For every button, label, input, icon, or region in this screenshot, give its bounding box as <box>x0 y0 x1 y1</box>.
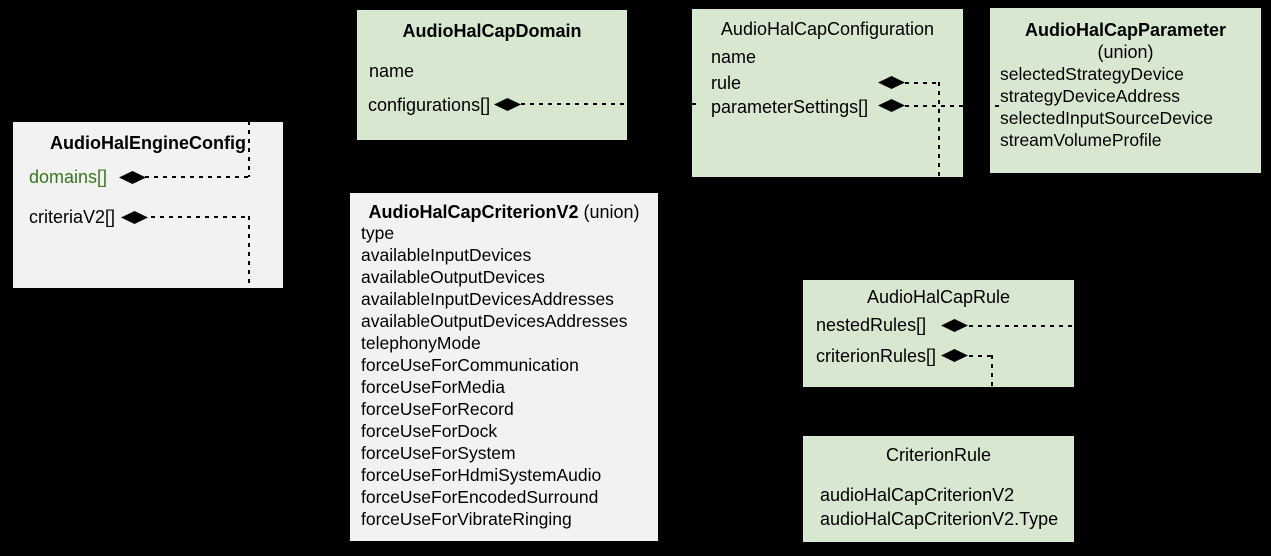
aggregation-diamond-rule-icon <box>878 76 905 89</box>
aggregation-diamond-criterion-rules-icon <box>941 349 968 362</box>
class-subtitle: (union) <box>583 202 640 222</box>
connector-nested-rules-horizontal <box>969 325 1149 327</box>
field-configurations: configurations[] <box>368 95 491 115</box>
field-telephony-mode: telephonyMode <box>361 333 481 353</box>
aggregation-diamond-nested-rules-icon <box>941 319 968 332</box>
field-selected-strategy-device: selectedStrategyDevice <box>1000 64 1184 84</box>
class-box-audio-hal-cap-parameter: AudioHalCapParameter (union) selectedStr… <box>990 8 1261 173</box>
field-force-use-for-vibrate-ringing: forceUseForVibrateRinging <box>361 509 572 529</box>
field-force-use-for-media: forceUseForMedia <box>361 377 505 397</box>
class-title: CriterionRule <box>885 445 992 465</box>
field-audio-hal-cap-criterion-v2: audioHalCapCriterionV2 <box>820 485 1015 505</box>
field-stream-volume-profile: streamVolumeProfile <box>1000 130 1162 150</box>
aggregation-diamond-parameter-settings-icon <box>878 99 905 112</box>
field-type: type <box>361 223 395 243</box>
connector-parameter-settings-horizontal <box>905 105 999 107</box>
class-title: AudioHalCapConfiguration <box>720 19 935 39</box>
class-box-audio-hal-cap-criterion-v2: AudioHalCapCriterionV2(union) type avail… <box>350 193 658 541</box>
connector-criteria-v2-horizontal <box>151 216 249 218</box>
field-force-use-for-record: forceUseForRecord <box>361 399 514 419</box>
field-force-use-for-encoded-surround: forceUseForEncodedSurround <box>361 487 599 507</box>
field-available-output-devices: availableOutputDevices <box>361 267 545 287</box>
field-force-use-for-hdmi-system-audio: forceUseForHdmiSystemAudio <box>361 465 602 485</box>
class-box-audio-hal-cap-configuration: AudioHalCapConfiguration name rule param… <box>692 9 963 177</box>
field-rule: rule <box>711 73 742 93</box>
class-box-audio-hal-engine-config: AudioHalEngineConfig domains[] criteriaV… <box>13 122 283 288</box>
connector-rule-vertical <box>938 82 940 280</box>
field-available-input-devices: availableInputDevices <box>361 245 532 265</box>
class-title: AudioHalEngineConfig <box>50 133 246 153</box>
connector-criteria-v2-to-criterion-box <box>249 310 350 312</box>
class-title: AudioHalCapDomain <box>402 21 582 41</box>
class-box-audio-hal-cap-rule: AudioHalCapRule nestedRules[] criterionR… <box>803 280 1074 387</box>
field-list: selectedStrategyDevice strategyDeviceAdd… <box>1000 63 1213 151</box>
class-title-text: AudioHalCapCriterionV2 <box>368 202 579 222</box>
field-domains: domains[] <box>29 167 108 187</box>
field-name: name <box>369 61 415 81</box>
class-title: AudioHalCapParameter <box>1024 20 1227 40</box>
aggregation-diamond-criteria-v2-icon <box>121 211 148 224</box>
class-title: AudioHalCapCriterionV2(union) <box>350 201 658 223</box>
field-list: type availableInputDevices availableOutp… <box>361 222 628 530</box>
field-available-input-devices-addresses: availableInputDevicesAddresses <box>361 289 614 309</box>
class-subtitle: (union) <box>1097 42 1154 62</box>
class-box-audio-hal-cap-domain: AudioHalCapDomain name configurations[] <box>357 10 627 140</box>
field-strategy-device-address: strategyDeviceAddress <box>1000 86 1180 106</box>
class-box-criterion-rule: CriterionRule audioHalCapCriterionV2 aud… <box>803 436 1074 542</box>
field-audio-hal-cap-criterion-v2-type: audioHalCapCriterionV2.Type <box>820 509 1059 529</box>
connector-domains-vertical <box>248 121 250 177</box>
connector-rule-horizontal <box>905 82 939 84</box>
field-name: name <box>711 47 757 67</box>
field-force-use-for-dock: forceUseForDock <box>361 421 498 441</box>
connector-criterion-rules-vertical <box>991 355 993 436</box>
field-force-use-for-communication: forceUseForCommunication <box>361 355 579 375</box>
class-title: AudioHalCapRule <box>866 287 1011 307</box>
aggregation-diamond-configurations-icon <box>494 98 521 111</box>
field-selected-input-source-device: selectedInputSourceDevice <box>1000 108 1214 128</box>
field-criteria-v2: criteriaV2[] <box>29 207 116 227</box>
field-available-output-devices-addresses: availableOutputDevicesAddresses <box>361 311 628 331</box>
field-nested-rules: nestedRules[] <box>816 315 927 335</box>
connector-domains-horizontal <box>145 176 249 178</box>
connector-criterion-rules-horizontal <box>969 355 992 357</box>
field-parameter-settings: parameterSettings[] <box>711 97 869 117</box>
field-criterion-rules: criterionRules[] <box>816 346 937 366</box>
aggregation-diamond-domains-icon <box>119 171 146 184</box>
field-force-use-for-system: forceUseForSystem <box>361 443 516 463</box>
connector-configurations-horizontal <box>521 103 701 105</box>
connector-criteria-v2-vertical <box>248 216 250 311</box>
